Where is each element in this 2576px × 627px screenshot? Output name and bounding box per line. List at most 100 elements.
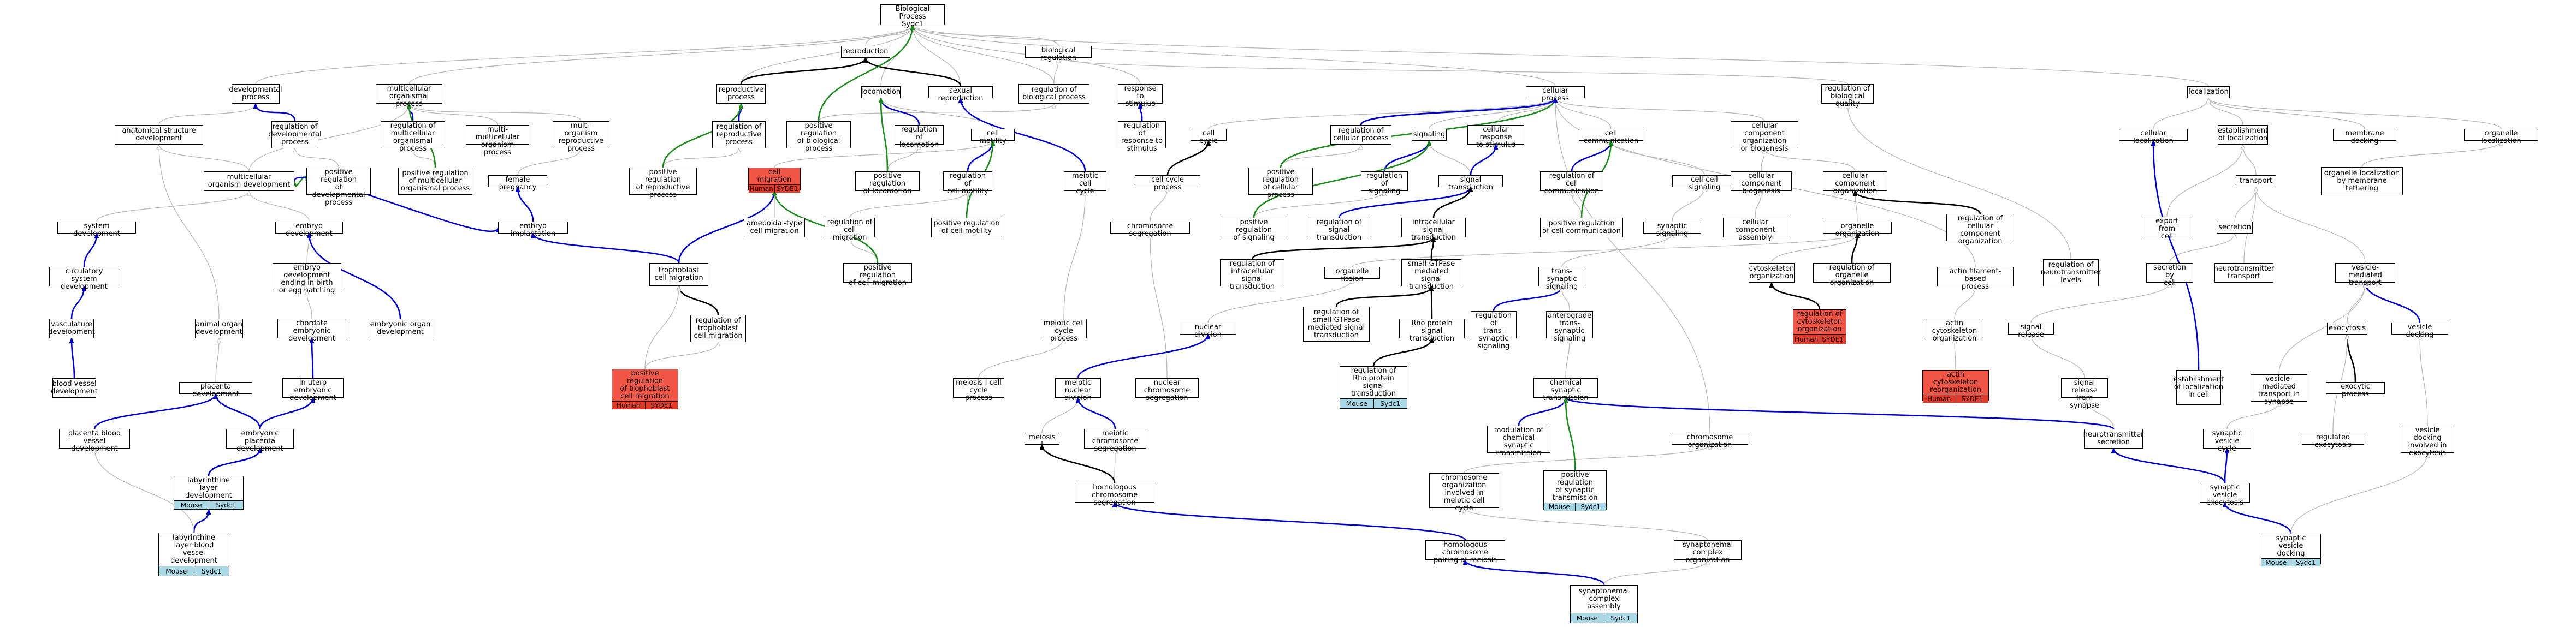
go-term-reg-cell-motility[interactable]: regulation of cell motility (943, 171, 992, 195)
go-term-chrom-org-meiotic[interactable]: chromosome organization involved in meio… (1429, 473, 1499, 512)
go-term-reg-signaling[interactable]: regulation of signaling (1361, 171, 1408, 195)
go-term-reg-nt-levels[interactable]: regulation of neurotransmitter levels (2041, 259, 2101, 286)
go-term-small-gtpase[interactable]: small GTPase mediated signal transductio… (1401, 259, 1461, 291)
go-term-reg-bio-qual[interactable]: regulation of biological quality (1821, 84, 1874, 108)
go-term-pos-reg-cell-proc[interactable]: positive regulation of cellular process (1248, 168, 1313, 199)
go-term-cc-assembly[interactable]: cellular component assembly (1723, 218, 1787, 242)
go-term-signaling[interactable]: signaling (1412, 129, 1447, 141)
go-term-pos-reg-cell-mig[interactable]: positive regulation of cell migration (843, 263, 912, 287)
go-term-transport[interactable]: transport (2236, 175, 2276, 187)
go-term-reg-signal-trans[interactable]: regulation of signal transduction (1307, 218, 1371, 242)
go-term-mod-chem-synaptic[interactable]: modulation of chemical synaptic transmis… (1487, 426, 1550, 457)
go-term-embryo-impl[interactable]: embryo implantation (498, 222, 568, 238)
go-term-system-dev[interactable]: system development (57, 222, 136, 238)
go-term-synaptic-exocytosis[interactable]: synaptic vesicle exocytosis (2200, 483, 2250, 507)
go-term-resp-stim[interactable]: response to stimulus (1118, 84, 1163, 108)
go-term-female-preg[interactable]: female pregnancy (488, 175, 547, 192)
go-term-pos-reg-cell-comm[interactable]: positive regulation of cell communicatio… (1540, 218, 1623, 237)
go-term-export-cell[interactable]: export from cell (2145, 217, 2189, 241)
go-term-dev-proc[interactable]: developmental process (229, 84, 282, 104)
go-term-cell-cell-sig[interactable]: cell-cell signaling (1672, 175, 1737, 192)
go-term-reg-organelle-org[interactable]: regulation of organelle organization (1813, 263, 1891, 287)
go-term-anat-struct[interactable]: anatomical structure development (115, 125, 203, 145)
go-term-chrom-seg[interactable]: chromosome segregation (1110, 222, 1190, 238)
go-term-sexual-repro[interactable]: sexual reproduction (928, 86, 993, 103)
go-term-cell-comm[interactable]: cell communication (1579, 129, 1643, 145)
go-term-est-loc[interactable]: establishment of localization (2218, 125, 2268, 145)
go-term-repro-proc[interactable]: reproductive process (716, 84, 766, 104)
go-term-cell-cycle-proc[interactable]: cell cycle process (1135, 175, 1200, 192)
go-term-multi-org-proc[interactable]: multi-multicellular organism process (466, 125, 529, 157)
go-term-reg-dev[interactable]: regulation of developmental process (268, 121, 322, 148)
go-term-meiotic-nuc-div[interactable]: meiotic nuclear division (1055, 378, 1101, 402)
go-term-reg-cell-proc[interactable]: regulation of cellular process (1330, 125, 1391, 145)
go-term-bp[interactable]: Biological Process Sydc1 (880, 4, 945, 28)
go-term-pos-reg-bio[interactable]: positive regulation of biological proces… (786, 121, 851, 153)
go-term-reg-multi[interactable]: regulation of multicellular organismal p… (381, 121, 445, 153)
go-term-cell-cycle[interactable]: cell cycle (1191, 129, 1227, 145)
go-term-nt-transport[interactable]: neurotransmitter transport (2214, 263, 2274, 283)
go-term-vesicle-transport[interactable]: vesicle-mediated transport (2335, 263, 2395, 287)
go-term-pos-reg-loc[interactable]: positive regulation of locomotion (855, 171, 920, 195)
go-term-cytoskeleton-org[interactable]: cytoskeleton organization (1749, 263, 1795, 283)
go-term-membrane-docking[interactable]: membrane docking (2333, 129, 2396, 145)
go-term-reg-exocytosis[interactable]: regulated exocytosis (2302, 433, 2364, 449)
go-term-labyrinthine-blood[interactable]: labyrinthine layer blood vessel developm… (158, 533, 229, 576)
go-term-org-loc-membrane[interactable]: organelle localization by membrane tethe… (2321, 167, 2403, 195)
go-term-localization[interactable]: localization (2187, 86, 2230, 98)
go-term-embryo-dev-birth[interactable]: embryo development ending in birth or eg… (273, 263, 341, 295)
go-term-synaptonemal-org[interactable]: synaptonemal complex organization (1674, 540, 1742, 564)
go-term-intra-signal[interactable]: intracellular signal transduction (1401, 218, 1466, 242)
go-term-synaptic-sig[interactable]: synaptic signaling (1643, 222, 1701, 238)
go-term-amoeboid[interactable]: ameboidal-type cell migration (744, 218, 805, 237)
go-term-signal-release[interactable]: signal release (2008, 323, 2054, 339)
go-term-homologous-pairing[interactable]: homologous chromosome pairing at meiosis (1425, 540, 1505, 564)
go-term-exocytosis[interactable]: exocytosis (2327, 323, 2367, 335)
go-term-homologous-seg[interactable]: homologous chromosome segregation (1075, 483, 1154, 507)
go-term-reg-small-gtpase[interactable]: regulation of small GTPase mediated sign… (1303, 307, 1370, 342)
go-term-meiotic-cycle-proc[interactable]: meiotic cell cycle process (1041, 319, 1087, 343)
go-term-ccoob[interactable]: cellular component organization or bioge… (1731, 121, 1798, 153)
go-term-cell-resp-stim[interactable]: cellular response to stimulus (1467, 125, 1524, 149)
go-term-multi-proc[interactable]: multicellular organismal process (376, 84, 442, 108)
go-term-exocytic-proc[interactable]: exocytic process (2326, 382, 2385, 398)
go-term-multi-org-repro[interactable]: multi-organism reproductive process (553, 121, 609, 153)
go-term-cell-proc[interactable]: cellular process (1526, 86, 1585, 103)
go-term-meiosis-i-proc[interactable]: meiosis I cell cycle process (953, 378, 1004, 402)
go-term-reg-cell-comm[interactable]: regulation of cell communication (1540, 171, 1603, 195)
go-term-pos-reg-trophoblast[interactable]: positive regulation of trophoblast cell … (612, 369, 678, 409)
go-term-chordate-embryo[interactable]: chordate embryonic development (277, 319, 346, 343)
go-term-organelle-fission[interactable]: organelle fission (1324, 267, 1380, 283)
go-term-pos-reg-synaptic[interactable]: positive regulation of synaptic transmis… (1543, 470, 1607, 511)
go-term-reg-intra-signal[interactable]: regulation of intracellular signal trans… (1220, 259, 1284, 291)
go-term-est-loc-cell[interactable]: establishment of localization in cell (2174, 370, 2224, 405)
go-term-organelle-org[interactable]: organelle organization (1823, 222, 1892, 238)
go-term-pos-reg-repro[interactable]: positive regulation of reproductive proc… (629, 168, 697, 199)
go-term-animal-organ[interactable]: animal organ development (195, 319, 243, 338)
go-term-bio-reg[interactable]: biological regulation (1025, 46, 1092, 62)
go-term-actin-cyto-org[interactable]: actin cytoskeleton organization (1926, 319, 1983, 343)
go-term-secretion[interactable]: secretion (2217, 222, 2253, 234)
go-term-reg-resp-stim[interactable]: regulation of response to stimulus (1118, 121, 1166, 153)
go-term-actin-filament[interactable]: actin filament-based process (1937, 267, 2014, 291)
go-term-reg-cell-mig[interactable]: regulation of cell migration (825, 218, 875, 242)
go-term-rho-signal[interactable]: Rho protein signal transduction (1399, 319, 1465, 343)
go-term-vesicle-transport-syn[interactable]: vesicle-mediated transport in synapse (2251, 374, 2307, 406)
go-term-signal-release-syn[interactable]: signal release from synapse (2061, 378, 2108, 410)
go-term-secretion-by-cell[interactable]: secretion by cell (2146, 263, 2193, 287)
go-term-reg-locomotion[interactable]: regulation of locomotion (895, 125, 944, 149)
go-term-locomotion[interactable]: locomotion (861, 86, 901, 98)
go-term-trans-synaptic[interactable]: trans-synaptic signaling (1538, 267, 1585, 291)
go-term-pos-reg-cell-motility[interactable]: positive regulation of cell motility (931, 218, 1002, 237)
go-term-reg-repro[interactable]: regulation of reproductive process (712, 121, 766, 148)
go-term-placenta-dev[interactable]: placenta development (179, 382, 252, 398)
go-term-vesicle-docking[interactable]: vesicle docking (2391, 323, 2448, 339)
go-term-vesicle-docking-exo[interactable]: vesicle docking involved in exocytosis (2401, 426, 2454, 457)
go-term-reg-rho[interactable]: regulation of Rho protein signal transdu… (1340, 366, 1407, 409)
go-term-embryo-dev[interactable]: embryo development (275, 222, 343, 238)
